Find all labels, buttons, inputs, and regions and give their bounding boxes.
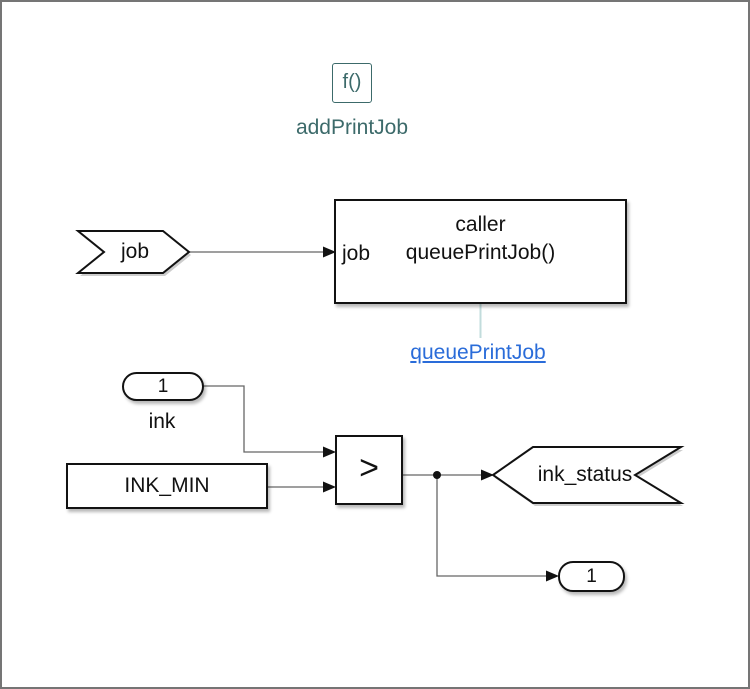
outport-block[interactable]: 1 — [558, 561, 625, 592]
function-name-label[interactable]: addPrintJob — [295, 116, 409, 139]
argin-job-label: job — [120, 240, 150, 263]
caller-title: caller — [455, 213, 506, 236]
function-caller-block[interactable]: caller queuePrintJob() job — [334, 199, 627, 304]
branch-dot — [433, 471, 441, 479]
arrowhead-icon — [546, 570, 559, 582]
caller-input-port-label: job — [342, 242, 371, 265]
argout-ink-status-block[interactable] — [491, 446, 685, 504]
arrowhead-icon — [481, 469, 494, 481]
arrowhead-icon — [323, 481, 336, 493]
argout-ink-status-label: ink_status — [537, 463, 633, 486]
function-link[interactable]: queuePrintJob — [410, 341, 546, 364]
inport-ink-block[interactable]: 1 — [122, 372, 204, 401]
wire-branch-to-outport[interactable] — [436, 475, 547, 577]
constant-ink-min-block[interactable]: INK_MIN — [66, 463, 268, 509]
wire-ink-to-relop[interactable] — [203, 385, 324, 453]
arrowhead-icon — [323, 246, 336, 258]
caller-prototype: queuePrintJob() — [405, 241, 556, 264]
arrowhead-icon — [323, 446, 336, 458]
relational-operator-block[interactable]: > — [335, 435, 403, 505]
simulink-function-badge[interactable]: f() — [332, 63, 372, 103]
inport-ink-name-label[interactable]: ink — [148, 410, 176, 433]
argin-job-block[interactable] — [75, 230, 191, 274]
